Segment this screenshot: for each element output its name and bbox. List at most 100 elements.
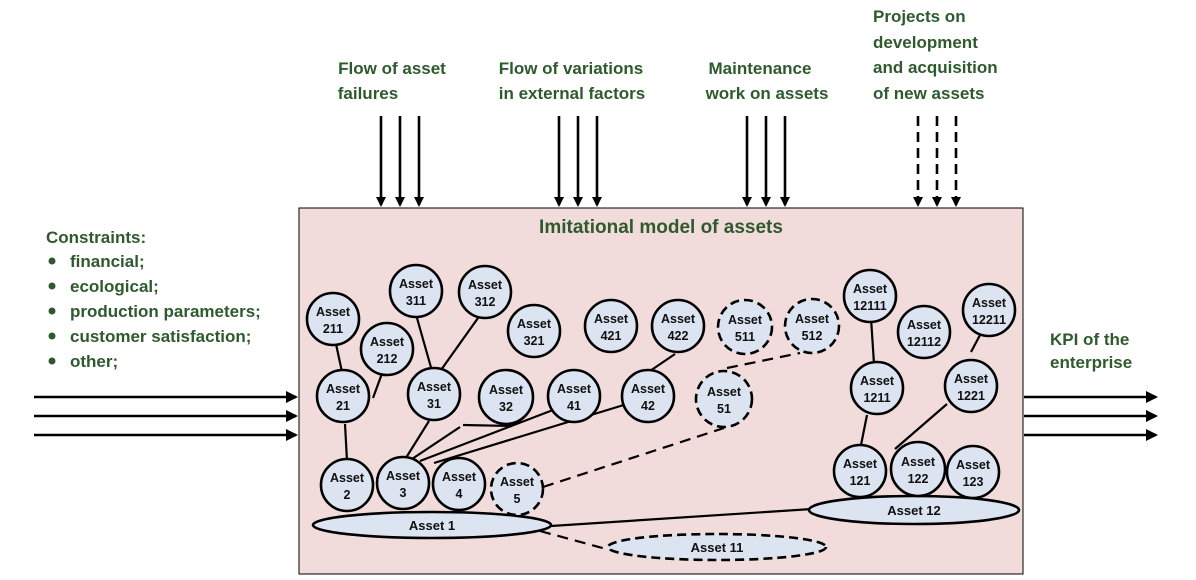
asset-label: Asset — [956, 458, 991, 472]
asset-label: Asset — [631, 382, 666, 396]
asset-node-211: Asset 211 — [305, 291, 361, 347]
asset-number: 311 — [406, 294, 426, 308]
asset-number: 1211 — [863, 391, 890, 405]
constraint-item: production parameters; — [70, 302, 261, 321]
asset-number: 2 — [344, 488, 351, 502]
asset-node-12112: Asset 12112 — [896, 304, 952, 360]
asset-number: 1221 — [957, 389, 985, 403]
asset-number: 421 — [601, 329, 622, 343]
maintenance-line-2: work on assets — [705, 84, 829, 103]
asset-node-1221: Asset 1221 — [943, 358, 999, 414]
asset-number: 12112 — [907, 335, 941, 349]
asset-number: 212 — [377, 352, 398, 366]
asset-node-311: Asset 311 — [388, 263, 444, 319]
constraint-item: ecological; — [70, 277, 159, 296]
asset-number: 21 — [336, 399, 350, 413]
asset-label: Asset — [330, 471, 365, 485]
asset-node-321: Asset 321 — [506, 303, 562, 359]
asset-label: Asset — [972, 296, 1007, 310]
asset-node-122: Asset 122 — [889, 440, 947, 498]
asset-node-421: Asset 421 — [583, 298, 639, 354]
asset-number: 41 — [567, 399, 581, 413]
planned-links — [539, 351, 801, 552]
asset-number: 51 — [717, 402, 731, 416]
asset-node-2: Asset 2 — [319, 457, 375, 513]
asset-label: Asset — [557, 382, 592, 396]
asset-node-42: Asset 42 — [620, 368, 676, 424]
asset-number: 211 — [323, 322, 343, 336]
kpi-line-1: KPI of the — [1050, 330, 1129, 349]
asset-label: Asset — [594, 312, 629, 326]
asset-label: Asset — [795, 312, 830, 326]
asset-number: 312 — [475, 295, 496, 309]
maintenance-arrows — [742, 116, 790, 207]
asset-label: Asset — [843, 457, 878, 471]
asset-node-1211: Asset 1211 — [849, 360, 905, 416]
asset-node-41: Asset 41 — [546, 368, 602, 424]
asset-label: Asset — [860, 374, 895, 388]
asset-node-312: Asset 312 — [457, 264, 513, 320]
asset-failures-line-2: failures — [338, 84, 398, 103]
asset-label: Asset — [517, 317, 552, 331]
asset-label: Asset — [901, 455, 936, 469]
asset-node-212: Asset 212 — [359, 321, 415, 377]
projects-line-2: development — [873, 33, 978, 52]
asset-label: Asset — [489, 383, 524, 397]
constraint-item: customer satisfaction; — [70, 327, 251, 346]
constraints-title: Constraints: — [46, 228, 146, 247]
kpi-arrows — [1024, 391, 1158, 441]
asset-label: Asset — [661, 312, 696, 326]
external-factors-label: Flow of variations in external factors — [499, 59, 645, 103]
asset-number: 32 — [499, 400, 513, 414]
asset-label: Asset — [468, 278, 503, 292]
asset-number: 42 — [641, 399, 655, 413]
constraints-block: Constraints: financial; ecological; prod… — [46, 228, 261, 371]
constraint-item: financial; — [70, 252, 145, 271]
projects-line-4: of new assets — [873, 84, 985, 103]
asset-label: Asset — [370, 335, 405, 349]
asset-number: 512 — [802, 329, 823, 343]
asset-node-11: Asset 11 — [606, 532, 828, 562]
asset-node-12: Asset 12 — [807, 494, 1021, 526]
asset-label: Asset — [907, 318, 942, 332]
asset-number: 5 — [514, 492, 521, 506]
asset-label: Asset — [316, 305, 351, 319]
asset-node-511: Asset 511 — [716, 298, 774, 356]
asset-failures-label: Flow of asset failures — [338, 59, 446, 103]
maintenance-line-1: Maintenance — [709, 59, 812, 78]
asset-number: 511 — [735, 330, 755, 344]
asset-number: 122 — [908, 472, 929, 486]
asset-node-32: Asset 32 — [477, 368, 535, 426]
asset-label: Asset 11 — [691, 540, 744, 555]
asset-number: 12111 — [853, 299, 886, 313]
asset-label: Asset — [399, 277, 434, 291]
projects-label: Projects on development and acquisition … — [873, 7, 998, 103]
asset-number: 123 — [963, 475, 984, 489]
asset-number: 12211 — [972, 313, 1006, 327]
projects-line-1: Projects on — [873, 7, 966, 26]
asset-failures-arrows — [376, 116, 424, 207]
asset-node-1: Asset 1 — [311, 510, 553, 540]
asset-failures-line-1: Flow of asset — [338, 59, 446, 78]
maintenance-label: Maintenance work on assets — [705, 59, 829, 103]
asset-label: Asset — [442, 470, 477, 484]
asset-node-12211: Asset 12211 — [961, 282, 1017, 338]
asset-label: Asset — [954, 372, 989, 386]
asset-label: Asset — [417, 380, 452, 394]
asset-label: Asset — [386, 469, 421, 483]
asset-number: 31 — [427, 397, 441, 411]
external-factors-arrows — [554, 116, 602, 207]
constraints-arrows — [34, 391, 298, 441]
asset-node-123: Asset 123 — [945, 444, 1001, 500]
asset-label: Asset — [728, 313, 763, 327]
asset-number: 321 — [524, 334, 545, 348]
model-title: Imitational model of assets — [539, 217, 783, 238]
